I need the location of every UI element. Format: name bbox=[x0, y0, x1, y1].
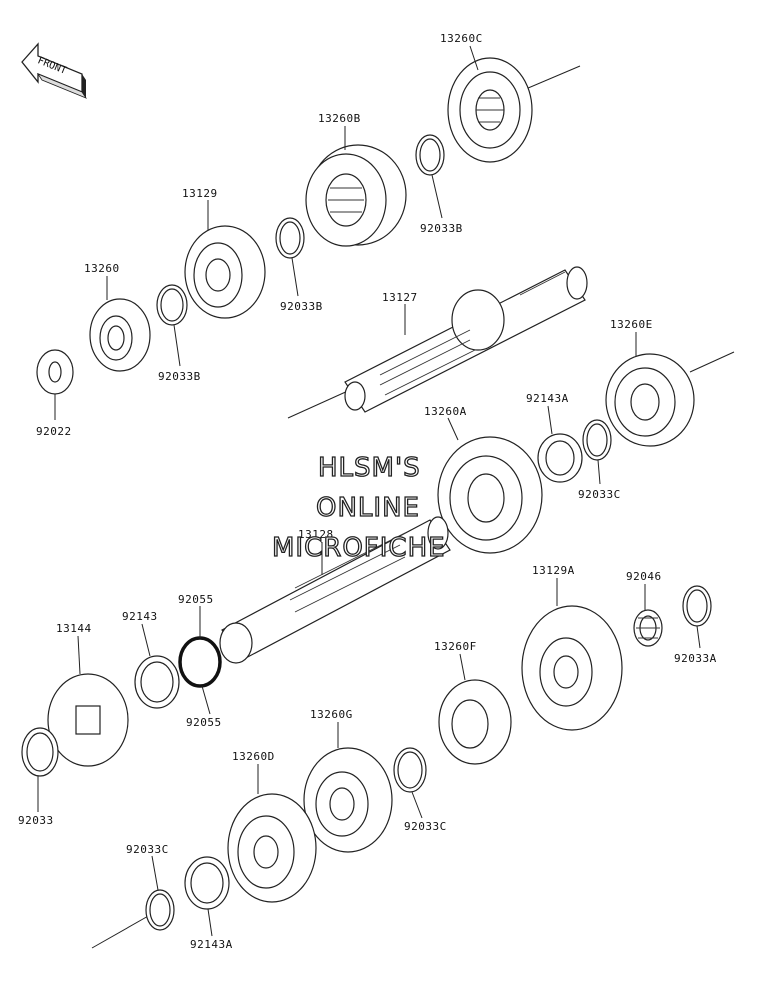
part-label[interactable]: 92033B bbox=[420, 222, 463, 235]
part-label[interactable]: 13260B bbox=[318, 112, 361, 125]
gear-13260G[interactable] bbox=[303, 747, 393, 853]
collar-92143A-upper[interactable] bbox=[537, 433, 583, 483]
right-axis-line bbox=[689, 351, 735, 373]
part-label[interactable]: 13260E bbox=[610, 318, 653, 331]
part-label[interactable]: 92143A bbox=[526, 392, 569, 405]
gear-13260B[interactable] bbox=[305, 144, 407, 247]
part-label[interactable]: 13129A bbox=[532, 564, 575, 577]
shaft-13127[interactable] bbox=[344, 266, 588, 413]
snap-ring-92033B-mid[interactable] bbox=[275, 217, 305, 259]
snap-ring-92033A[interactable] bbox=[682, 585, 712, 627]
part-label[interactable]: 92143 bbox=[122, 610, 158, 623]
part-label[interactable]: 92055 bbox=[186, 716, 222, 729]
part-label[interactable]: 92022 bbox=[36, 425, 72, 438]
snap-ring-92033B-lower[interactable] bbox=[156, 284, 188, 326]
part-label[interactable]: 92033A bbox=[674, 652, 717, 665]
watermark-line1: HLSM'S bbox=[318, 453, 421, 483]
leader-lines bbox=[37, 45, 701, 937]
watermark-line3: MICROFICHE bbox=[272, 533, 446, 563]
part-label[interactable]: 13260 bbox=[84, 262, 120, 275]
gear-13129[interactable] bbox=[184, 225, 266, 319]
front-arrow-icon: FRONT bbox=[21, 42, 88, 99]
snap-ring-92033C-lower[interactable] bbox=[145, 889, 175, 931]
part-label[interactable]: 13260D bbox=[232, 750, 275, 763]
part-label[interactable]: 92055 bbox=[178, 593, 214, 606]
collar-92143[interactable] bbox=[134, 655, 180, 709]
part-labels: 13260C 13260B 92033B 13129 92033B 13260 … bbox=[18, 32, 717, 951]
gear-13129A[interactable] bbox=[521, 605, 623, 731]
lower-axis-line bbox=[91, 914, 151, 949]
part-label[interactable]: 13127 bbox=[382, 291, 418, 304]
part-label[interactable]: 92143A bbox=[190, 938, 233, 951]
part-label[interactable]: 92033C bbox=[404, 820, 447, 833]
o-ring-92055[interactable] bbox=[178, 636, 222, 688]
part-label[interactable]: 13128 bbox=[298, 528, 334, 541]
collar-92143A-lower[interactable] bbox=[184, 856, 230, 910]
part-label[interactable]: 92033B bbox=[280, 300, 323, 313]
part-label[interactable]: 92033C bbox=[126, 843, 169, 856]
bearing-92046[interactable] bbox=[633, 609, 663, 647]
part-label[interactable]: 13129 bbox=[182, 187, 218, 200]
snap-ring-92033B-upper[interactable] bbox=[415, 134, 445, 176]
snap-ring-92033[interactable] bbox=[21, 727, 59, 777]
gear-13260F[interactable] bbox=[438, 679, 512, 765]
watermark: HLSM'S ONLINE MICROFICHE bbox=[271, 452, 446, 563]
watermark-line2: ONLINE bbox=[316, 493, 420, 523]
part-label[interactable]: 13260G bbox=[310, 708, 353, 721]
shaft-13128[interactable] bbox=[219, 516, 451, 664]
washer-92022[interactable] bbox=[36, 349, 74, 395]
part-label[interactable]: 92033 bbox=[18, 814, 54, 827]
part-label[interactable]: 92033B bbox=[158, 370, 201, 383]
part-label[interactable]: 13144 bbox=[56, 622, 92, 635]
sprocket-13144[interactable] bbox=[47, 673, 129, 767]
part-label[interactable]: 13260A bbox=[424, 405, 467, 418]
part-label[interactable]: 13260F bbox=[434, 640, 477, 653]
gear-13260D[interactable] bbox=[227, 793, 317, 903]
gear-13260E[interactable] bbox=[605, 353, 695, 447]
snap-ring-92033C-upper[interactable] bbox=[582, 419, 612, 461]
snap-ring-92033C-mid[interactable] bbox=[393, 747, 427, 793]
part-label[interactable]: 13260C bbox=[440, 32, 483, 45]
gear-13260[interactable] bbox=[89, 298, 151, 372]
gear-13260C[interactable] bbox=[447, 57, 533, 163]
upper-axis-line-b bbox=[287, 389, 351, 419]
gear-13260A[interactable] bbox=[437, 436, 543, 554]
part-label[interactable]: 92046 bbox=[626, 570, 662, 583]
part-label[interactable]: 92033C bbox=[578, 488, 621, 501]
